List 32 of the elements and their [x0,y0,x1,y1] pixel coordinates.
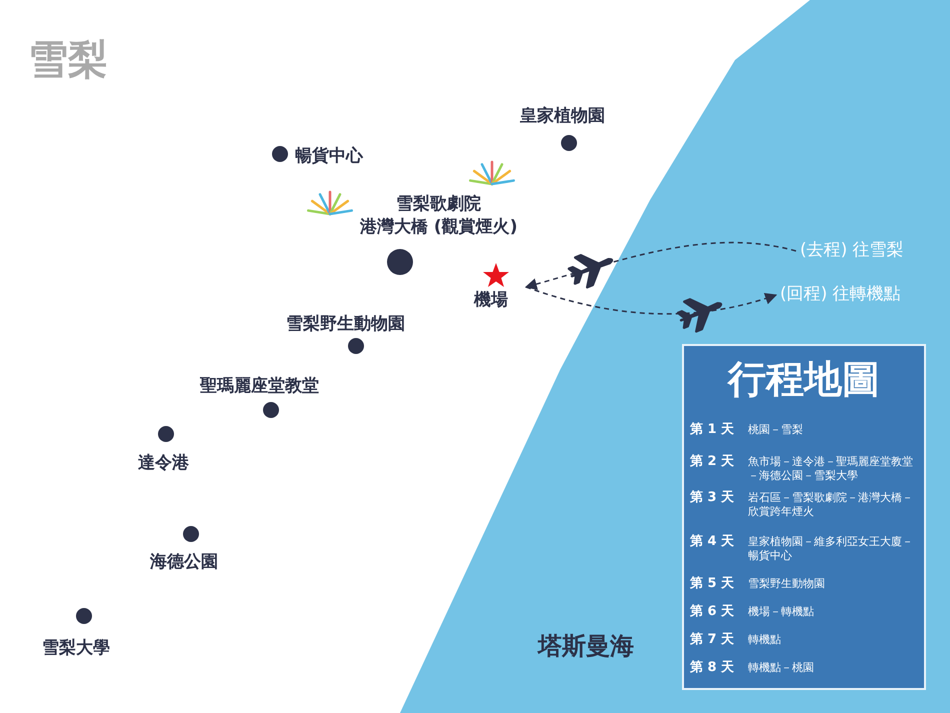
route-label: (回程) 往轉機點 [780,282,930,308]
day-cell: 第 4 天 [690,535,734,549]
itinerary-cell-text: 轉機點－桃園 [748,661,815,675]
day-cell: 第 5 天 [690,577,734,591]
day-cell: 第 7 天 [690,633,734,647]
place-label: 海德公園 [150,551,218,573]
day-cell: 第 1 天 [690,423,734,437]
day-cell: 第 2 天 [690,455,734,469]
route-label: (去程) 往雪梨 [800,238,940,264]
day-cell: 第 8 天 [690,661,734,675]
place-label: 暢貨中心 [295,145,363,167]
place-label: 雪梨歌劇院港灣大橋 (觀賞煙火) [360,193,518,238]
itinerary-cell-text: 雪梨野生動物園 [748,577,826,591]
itinerary-cell-text: 桃園－雪梨 [748,423,804,437]
place-label: 雪梨野生動物園 [286,313,405,335]
day-cell: 第 6 天 [690,605,734,619]
itinerary-cell-text: 轉機點 [748,633,782,647]
place-label: 聖瑪麗座堂教堂 [200,375,319,397]
place-label: 雪梨大學 [42,637,110,659]
city-title: 雪梨 [28,36,108,85]
dashed-arrow [526,286,778,315]
itinerary-cell-text: 機場－轉機點 [748,605,815,619]
itinerary-panel [682,344,926,690]
itinerary-cell-text: 魚市場－達令港－聖瑪麗座堂教堂－海德公園－雪梨大學 [748,455,914,483]
place-label: 達令港 [138,452,189,474]
itinerary-cell-text: 岩石區－雪梨歌劇院－港灣大橋－欣賞跨年煙火 [748,491,914,519]
day-cell: 第 3 天 [690,491,734,505]
sea-label: 塔斯曼海 [538,631,634,662]
place-label: 機場 [474,289,508,311]
place-label: 皇家植物園 [520,105,605,127]
itinerary-cell-text: 皇家植物園－維多利亞女王大廈－暢貨中心 [748,535,914,563]
panel-title: 行程地圖 [726,356,881,403]
